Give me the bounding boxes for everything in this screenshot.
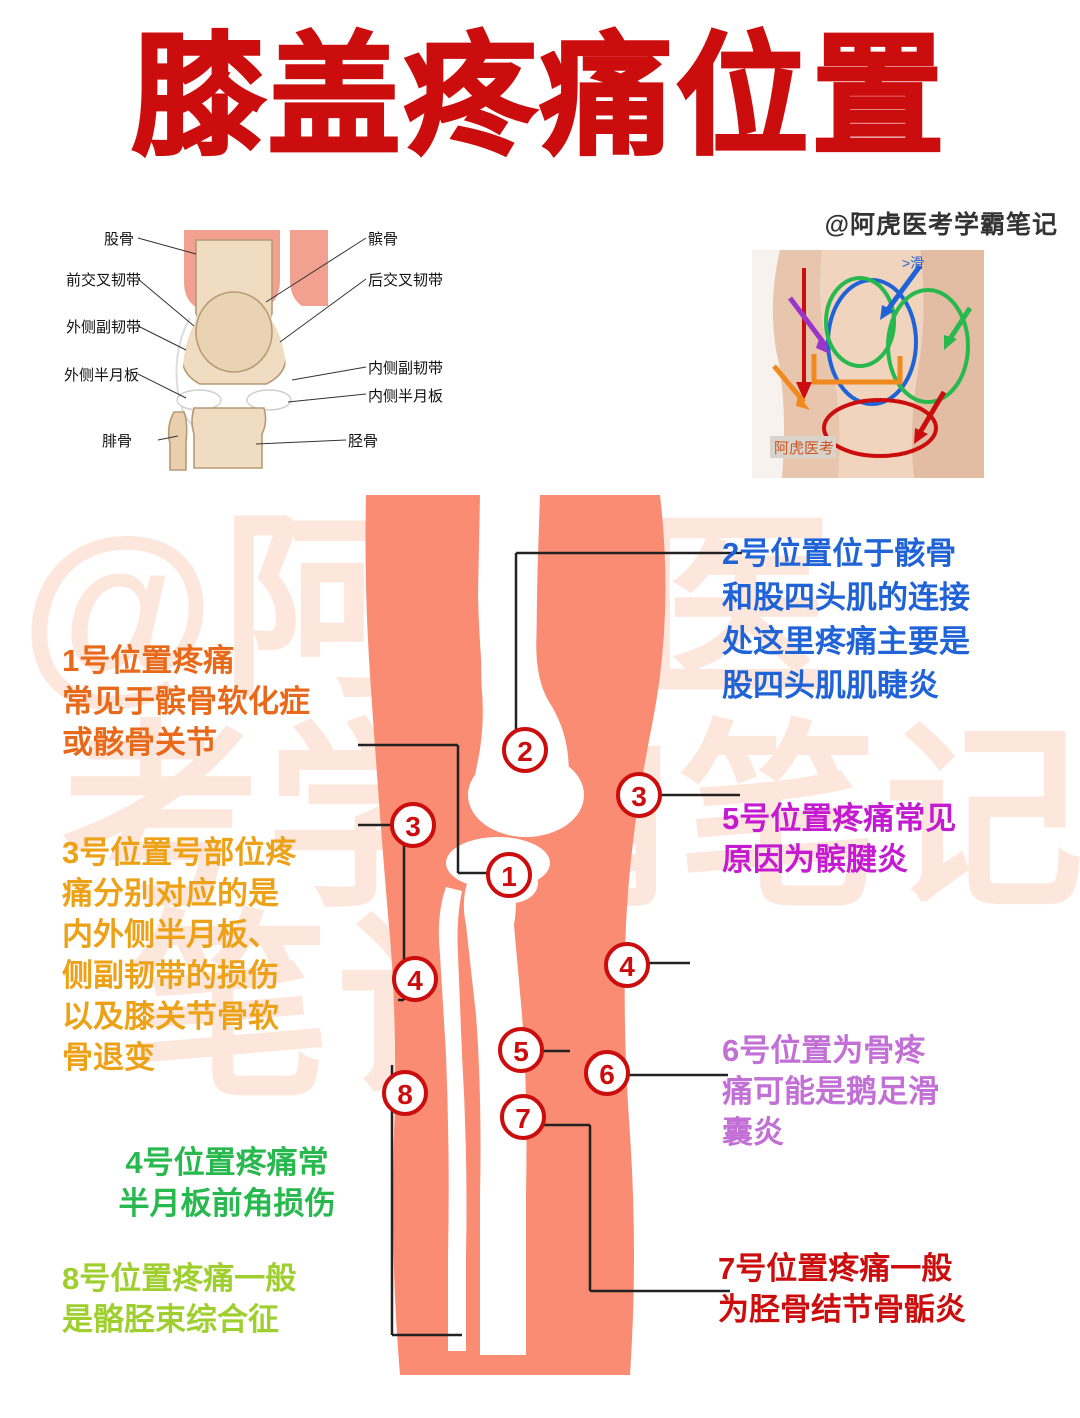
anatomy-label-lateral-meniscus: 外侧半月板 (64, 367, 140, 384)
marker-6[interactable]: 6 (584, 1050, 630, 1096)
photo-caption: 阿虎医考 (774, 440, 834, 457)
marker-4-right[interactable]: 4 (604, 942, 650, 988)
anatomy-label-femur: 股骨 (104, 231, 135, 248)
page-title: 膝盖疼痛位置 (131, 22, 948, 172)
leg-illustration (330, 494, 750, 1375)
anatomy-label-tibia: 胫骨 (348, 433, 379, 450)
author-credit: @阿虎医考学霸笔记 (824, 211, 1058, 239)
anatomy-label-lcl: 外侧副韧带 (66, 319, 142, 336)
callout-3: 3号位置号部位疼 痛分别对应的是 内外侧半月板、 侧副韧带的损伤 以及膝关节骨软… (62, 835, 297, 1075)
anatomy-label-medial-meniscus: 内侧半月板 (368, 388, 444, 405)
marker-2[interactable]: 2 (502, 727, 548, 773)
marker-3-left[interactable]: 3 (390, 802, 436, 848)
knee-anatomy-diagram: 股骨 前交叉韧带 外侧副韧带 外侧半月板 腓骨 髌骨 后交叉韧带 内侧副韧带 内… (64, 222, 443, 490)
callout-2: 2号位置位于骸骨 和股四头肌的连接 处这里疼痛主要是 股四头肌肌睫炎 (722, 536, 970, 703)
callout-6: 6号位置为骨疼 痛可能是鹅足滑 囊炎 (722, 1033, 939, 1150)
callout-7: 7号位置疼痛一般 为胫骨结节骨骺炎 (718, 1251, 966, 1327)
photo-top-label: >滑 (902, 255, 924, 271)
marker-3-right[interactable]: 3 (616, 772, 662, 818)
marker-4-left[interactable]: 4 (392, 956, 438, 1002)
anatomy-label-mcl: 内侧副韧带 (368, 360, 444, 377)
marker-1[interactable]: 1 (486, 852, 532, 898)
anatomy-label-pcl: 后交叉韧带 (368, 272, 444, 289)
anatomy-label-acl: 前交叉韧带 (66, 272, 142, 289)
anatomy-label-fibula: 腓骨 (102, 433, 133, 450)
callout-5: 5号位置疼痛常见 原因为髌腱炎 (722, 801, 957, 877)
callout-4: 4号位置疼痛常 半月板前角损伤 (118, 1145, 336, 1221)
callout-8: 8号位置疼痛一般 是骼胫束综合征 (62, 1261, 297, 1337)
marker-8[interactable]: 8 (382, 1070, 428, 1116)
anatomy-label-patella: 髌骨 (368, 231, 399, 248)
knee-photo-overlay: >滑 阿虎医考 (752, 250, 984, 478)
marker-7[interactable]: 7 (500, 1094, 546, 1140)
marker-5[interactable]: 5 (498, 1027, 544, 1073)
callout-1: 1号位置疼痛 常见于髌骨软化症 或骸骨关节 (62, 643, 310, 760)
